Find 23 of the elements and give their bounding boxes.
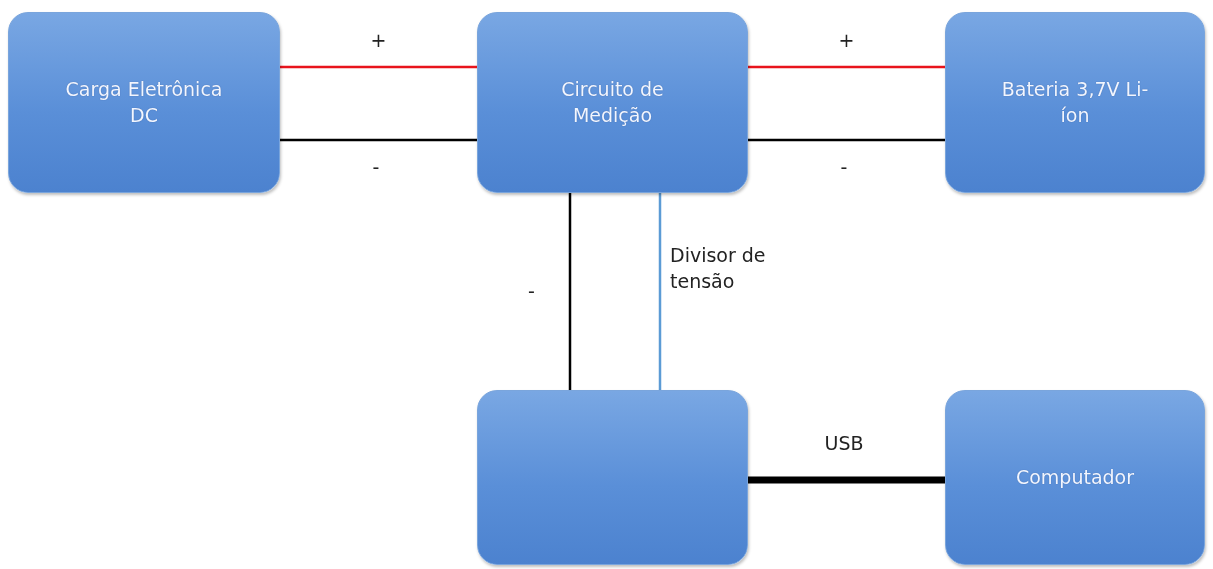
connector-line [568, 193, 572, 390]
edge-label: + [838, 28, 855, 53]
connector-line [748, 476, 945, 484]
edge-label: - [840, 155, 848, 180]
process-box [945, 390, 1205, 565]
connector-line [748, 138, 945, 142]
edge-label: Divisor de tensão [670, 242, 767, 295]
empty-box [477, 390, 748, 565]
node-label: Circuito de Medição [560, 76, 665, 128]
node-label: Bateria 3,7V Li-íon [1000, 76, 1150, 128]
edge-label: - [372, 155, 380, 180]
connector-line [658, 193, 662, 390]
edge-label: - [528, 278, 535, 304]
edge-label: + [370, 28, 387, 53]
connector-line [748, 65, 945, 69]
process-box [945, 12, 1205, 193]
node-label: Computador [1015, 464, 1135, 490]
process-box [8, 12, 280, 193]
edge-label: USB [824, 431, 864, 456]
process-box [477, 12, 748, 193]
connector-line [280, 65, 477, 69]
node-label: Carga Eletrônica DC [64, 76, 224, 128]
connector-line [280, 138, 477, 142]
